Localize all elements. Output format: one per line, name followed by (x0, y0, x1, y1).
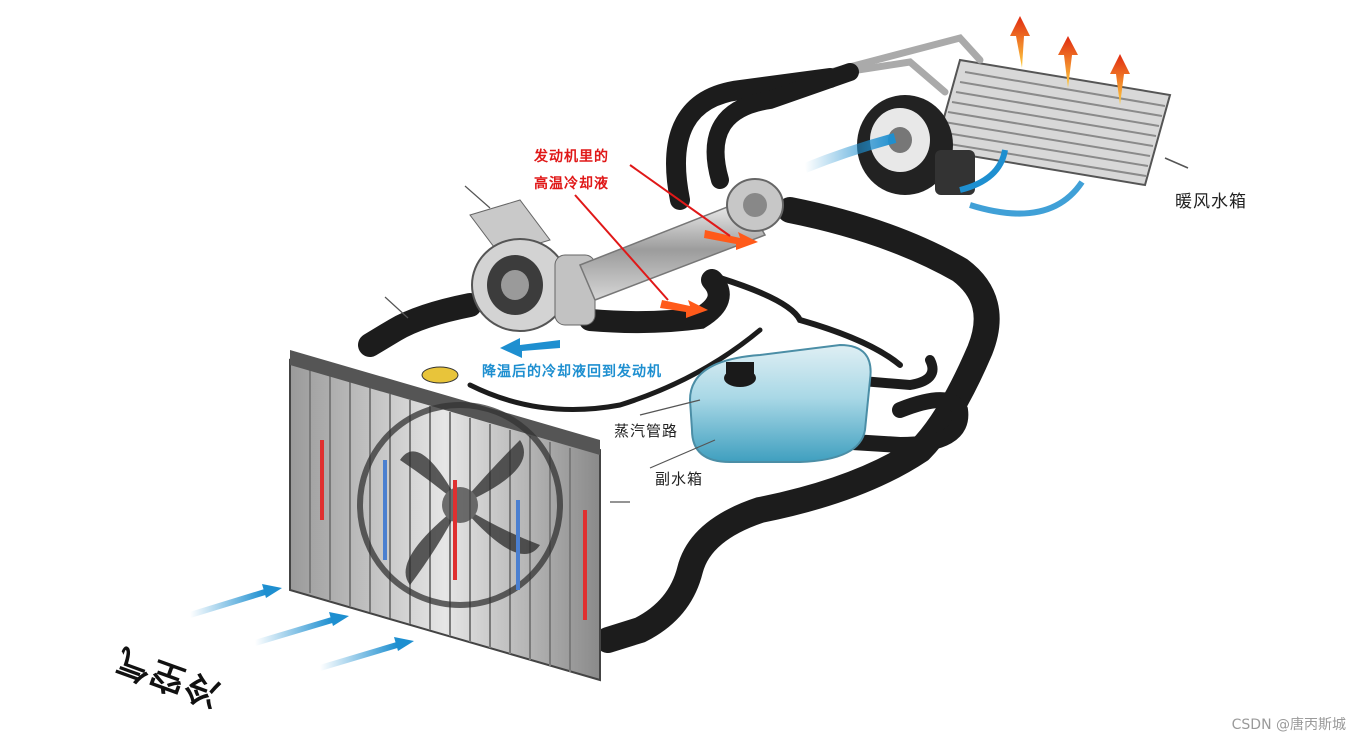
hot-coolant-arrows (660, 230, 758, 318)
hot-coolant-label-line2: 高温冷却液 (534, 176, 609, 192)
thermostat-housing (726, 178, 784, 232)
hot-air-arrows (1010, 16, 1130, 105)
radiator (289, 350, 601, 682)
thermostat-pipe (579, 199, 767, 301)
blower-outlet-arrow-1 (959, 149, 1008, 193)
expansion-tank-label: 副水箱 (655, 470, 704, 488)
coolant-hoses (358, 63, 1000, 653)
steam-pipe-label: 蒸汽管路 (614, 422, 679, 440)
blower-inlet-arrow (803, 133, 897, 173)
hot-coolant-label-line1: 发动机里的 (534, 149, 609, 165)
radiator-flow-marks (320, 440, 587, 620)
cold-air-arrows (189, 584, 414, 671)
cooled-return-label: 降温后的冷却液回到发动机 (482, 364, 662, 380)
water-pump (469, 199, 596, 332)
heater-core-label: 暖风水箱 (1175, 192, 1247, 212)
cooled-return-arrow (500, 338, 560, 358)
leader-lines (384, 185, 716, 503)
blower-fan (857, 95, 975, 195)
watermark: CSDN @唐丙斯城 (1231, 717, 1346, 733)
hot-coolant-callouts (574, 164, 731, 301)
blower-outlet-arrow-2 (969, 180, 1085, 217)
expansion-tank (688, 343, 872, 463)
heater-core (933, 58, 1189, 187)
